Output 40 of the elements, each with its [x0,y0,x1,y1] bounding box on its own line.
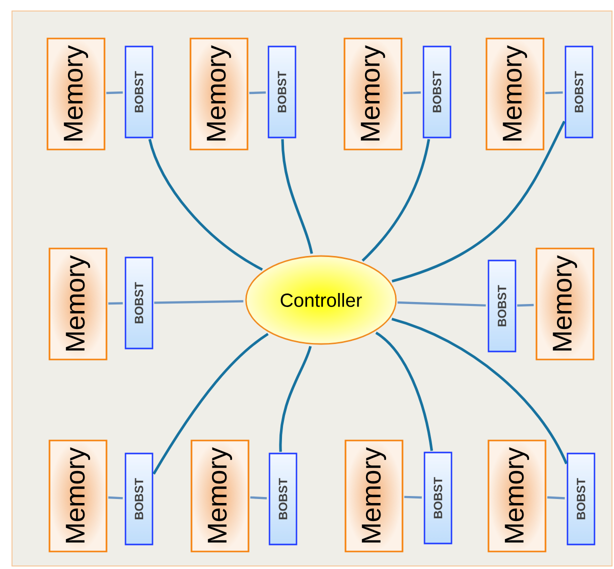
connector-line [152,332,269,475]
memory-box: Memory [46,38,106,150]
bobst-box: BOBST [124,46,154,138]
connector-line [517,304,534,307]
bobst-box: BOBST [422,46,452,138]
connector-line [398,301,486,307]
memory-box: Memory [48,440,108,552]
bobst-box: BOBST [268,452,298,546]
connector-line [154,300,244,304]
connector-line [391,318,568,464]
connector-line [250,496,267,500]
memory-box: Memory [486,38,544,150]
connector-line [547,496,565,500]
memory-box: Memory [48,248,108,360]
connector-line [545,91,563,94]
bobst-box: BOBST [124,256,154,350]
connector-line [148,138,263,271]
memory-box: Memory [344,440,404,552]
connector-line [362,138,430,262]
memory-box: Memory [488,440,546,552]
memory-box: Memory [344,38,402,150]
bobst-box: BOBST [268,46,296,138]
bobst-box: BOBST [564,46,594,138]
connector-line [281,139,313,254]
connector-line [375,332,434,451]
memory-box: Memory [190,440,250,552]
connector-line [108,302,123,305]
connector-line [404,496,422,499]
connector-line [403,91,421,94]
connector-line [392,120,566,282]
bobst-box: BOBST [488,260,516,352]
connector-line [249,91,266,94]
bobst-box: BOBST [124,452,154,546]
memory-box: Memory [190,38,248,150]
connector-line [106,91,123,94]
connector-line [108,496,123,500]
memory-box: Memory [536,248,594,360]
bobst-box: BOBST [566,452,596,546]
bobst-box: BOBST [424,452,452,544]
connector-line [279,346,312,452]
